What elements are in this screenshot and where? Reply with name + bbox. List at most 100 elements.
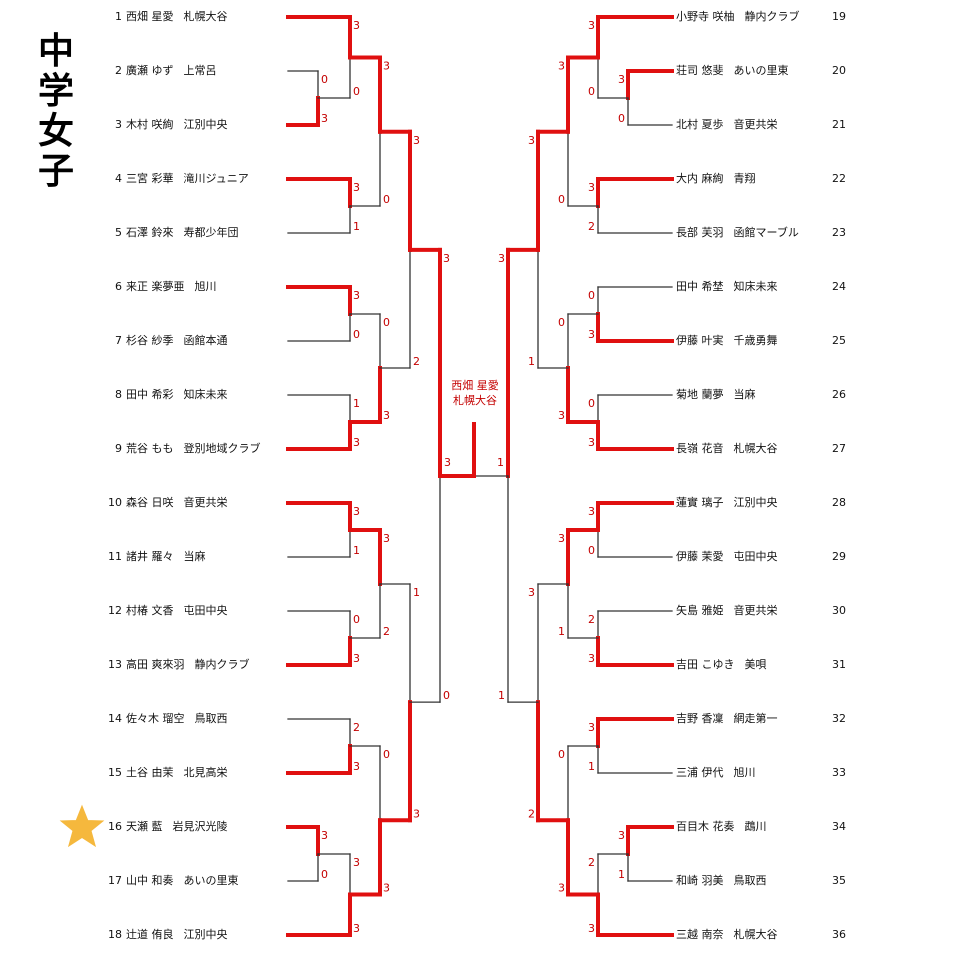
player-seed: 12 [108, 604, 122, 617]
player-club: 美唄 [744, 658, 767, 671]
player-row: 8 田中 希彩知床未来 [104, 385, 228, 405]
player-club: 静内クラブ [744, 10, 800, 23]
match-score: 3 [353, 922, 360, 935]
player-club: 静内クラブ [194, 658, 250, 671]
player-seed: 8 [115, 388, 122, 401]
player-club: 函館本通 [183, 334, 228, 347]
match-score: 1 [588, 760, 595, 773]
player-seed: 24 [832, 280, 846, 293]
player-club: 知床未来 [183, 388, 228, 401]
player-name: 菊地 蘭夢 [676, 388, 724, 401]
player-seed: 7 [115, 334, 122, 347]
match-score: 3 [558, 882, 565, 895]
match-score: 0 [558, 316, 565, 329]
match-score: 3 [353, 760, 360, 773]
player-club: 旭川 [733, 766, 756, 779]
match-score: 3 [413, 134, 420, 147]
match-score: 2 [588, 613, 595, 626]
player-seed: 20 [832, 64, 846, 77]
player-seed: 6 [115, 280, 122, 293]
match-score: 0 [558, 193, 565, 206]
match-score: 3 [353, 505, 360, 518]
champion-name: 西畑 星愛 [451, 379, 499, 392]
player-seed: 30 [832, 604, 846, 617]
match-score: 3 [443, 252, 450, 265]
match-score: 3 [588, 922, 595, 935]
match-score: 2 [413, 355, 420, 368]
player-name: 天瀬 藍 [126, 820, 163, 833]
match-score: 3 [588, 652, 595, 665]
player-seed: 3 [115, 118, 122, 131]
player-seed: 5 [115, 226, 122, 239]
match-score: 3 [588, 181, 595, 194]
match-score: 3 [528, 586, 535, 599]
match-score: 3 [353, 436, 360, 449]
match-score: 0 [321, 868, 328, 881]
player-club: 鳥取西 [194, 712, 228, 725]
match-score: 3 [353, 289, 360, 302]
player-seed: 14 [108, 712, 122, 725]
player-seed: 33 [832, 766, 846, 779]
match-score: 1 [558, 625, 565, 638]
player-name: 蓮實 璃子 [676, 496, 724, 509]
player-club: 屯田中央 [733, 550, 778, 563]
player-name: 山中 和奏 [126, 874, 174, 887]
player-seed: 35 [832, 874, 846, 887]
player-seed: 25 [832, 334, 846, 347]
player-name: 吉野 香凜 [676, 712, 724, 725]
player-name: 吉田 こゆき [676, 658, 735, 671]
player-name: 田中 希彩 [126, 388, 174, 401]
match-score: 0 [588, 85, 595, 98]
player-seed: 32 [832, 712, 846, 725]
player-name: 荘司 悠斐 [676, 64, 724, 77]
player-name: 来正 楽夢亜 [126, 280, 185, 293]
player-seed: 21 [832, 118, 846, 131]
player-club: 音更共栄 [183, 496, 228, 509]
player-name: 伊藤 茉愛 [676, 550, 724, 563]
match-score: 3 [588, 505, 595, 518]
match-score: 3 [588, 436, 595, 449]
match-score: 1 [353, 220, 360, 233]
player-name: 長部 芙羽 [676, 226, 724, 239]
player-club: 音更共栄 [733, 118, 778, 131]
player-club: 旭川 [194, 280, 217, 293]
player-club: 函館マーブル [733, 226, 799, 239]
match-score: 3 [558, 532, 565, 545]
match-score: 3 [558, 409, 565, 422]
player-name: 荒谷 もも [126, 442, 174, 455]
match-score: 0 [353, 613, 360, 626]
player-seed: 17 [108, 874, 122, 887]
player-name: 廣瀬 ゆず [126, 64, 174, 77]
match-score: 2 [383, 625, 390, 638]
player-name: 三宮 彩華 [126, 172, 174, 185]
player-club: 千歳勇舞 [733, 334, 778, 347]
player-name: 伊藤 叶実 [676, 334, 724, 347]
player-name: 百目木 花奏 [676, 820, 735, 833]
player-seed: 11 [108, 550, 122, 563]
player-club: 当麻 [183, 550, 206, 563]
match-score: 0 [618, 112, 625, 125]
player-seed: 1 [115, 10, 122, 23]
champion-label: 西畑 星愛 札幌大谷 [440, 378, 510, 408]
match-score: 0 [383, 748, 390, 761]
title-char: 学 [37, 71, 74, 112]
player-seed: 23 [832, 226, 846, 239]
player-club: あいの里東 [183, 874, 239, 887]
star-icon [59, 804, 105, 848]
match-score: 0 [383, 193, 390, 206]
match-score: 1 [413, 586, 420, 599]
title-char: 女 [37, 111, 74, 152]
player-name: 高田 爽來羽 [126, 658, 185, 671]
